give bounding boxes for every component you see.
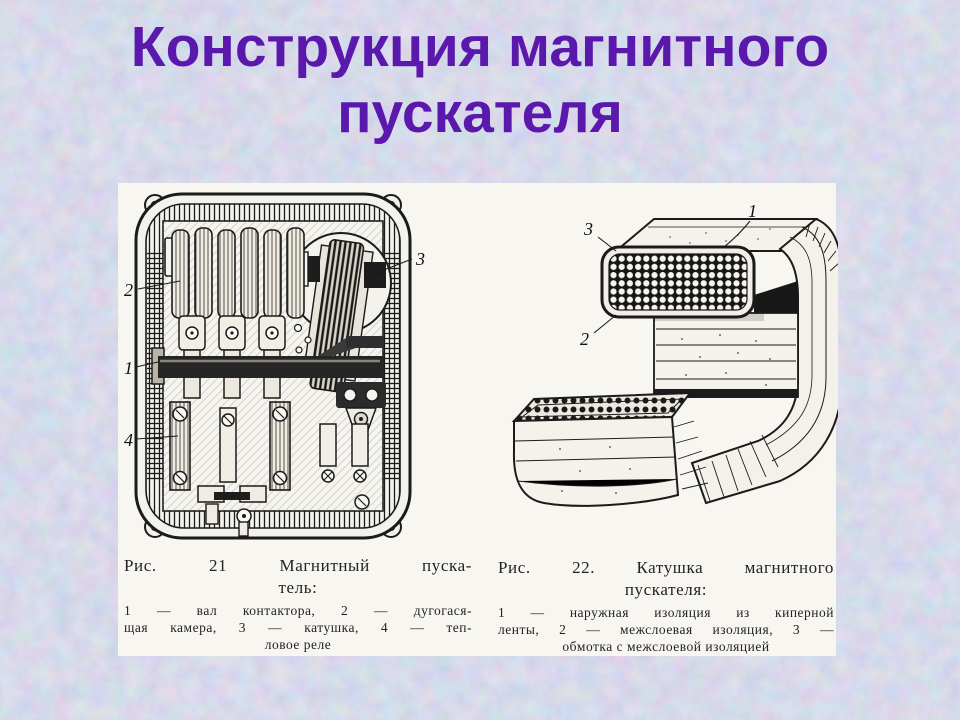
- caption-title-line: Рис. 22. Катушка магнитного: [498, 558, 834, 577]
- figure21-callouts: 2 1 4 3: [124, 249, 425, 450]
- starter-thermal-relay: [169, 323, 312, 491]
- callout-1-leader-line: [723, 220, 751, 248]
- slide-title: Конструкция магнитного пускателя: [0, 14, 960, 146]
- figure-21-caption: Рис. 21 Магнитный пуска- тель: 1 — вал к…: [124, 555, 472, 653]
- callout-label-1: 1: [748, 201, 757, 221]
- callout-label-2: 2: [580, 329, 589, 349]
- callout-label-3: 3: [415, 249, 425, 269]
- callout-2-leader-line: [593, 314, 617, 334]
- callout-1-leader-line: [135, 361, 159, 368]
- callout-3-leader-line: [597, 236, 617, 252]
- callout-label-4: 4: [124, 430, 133, 450]
- figure22-callouts: 1 3 2: [580, 201, 757, 349]
- legend-line: 1 — наружная изоляция из киперной: [498, 605, 834, 621]
- figure-22-coil-drawing: 1 3 2: [511, 201, 838, 507]
- figure-21-magnetic-starter-drawing: 2 1 4 3: [124, 192, 425, 540]
- legend-line: ленты, 2 — межслоевая изоляция, 3 —: [498, 621, 834, 637]
- callout-label-1: 1: [124, 358, 133, 378]
- callout-label-2: 2: [124, 280, 133, 300]
- starter-bottom-connectors: [197, 423, 370, 537]
- caption-title-line: Рис. 21 Магнитный пуска-: [124, 556, 472, 575]
- caption-title-line: пускателя:: [624, 580, 708, 600]
- slide-title-text: Конструкция магнитного пускателя: [130, 15, 830, 146]
- figure-21-caption-title: Рис. 21 Магнитный пуска- тель:: [124, 555, 472, 599]
- callout-4-leader-line: [135, 435, 179, 440]
- coil-cross-section: [600, 245, 756, 319]
- starter-contactor-shaft: [151, 336, 384, 385]
- figures-panel: 2 1 4 3: [118, 183, 838, 656]
- callout-label-3: 3: [583, 219, 593, 239]
- legend-line: щая камера, 3 — катушка, 4 — теп-: [124, 619, 472, 635]
- legend-line: 1 — вал контактора, 2 — дугогася-: [124, 603, 472, 619]
- figure-22-legend: 1 — наружная изоляция из киперной ленты,…: [498, 605, 834, 655]
- callout-3-arrowhead: [376, 269, 385, 276]
- figure-21-legend: 1 — вал контактора, 2 — дугогася- щая ка…: [124, 603, 472, 653]
- legend-line: обмотка с межслоевой изоляцией: [562, 638, 770, 654]
- coil-underside-shadow: [754, 281, 798, 313]
- figure-22-caption-title: Рис. 22. Катушка магнитного пускателя:: [498, 557, 834, 601]
- caption-title-line: тель:: [278, 578, 318, 598]
- coil-lower-block: [511, 391, 709, 507]
- coil-middle-layers: [653, 312, 799, 398]
- legend-line: ловое реле: [264, 636, 332, 652]
- callout-2-leader-line: [137, 280, 181, 290]
- starter-arc-chute-bars: [164, 227, 305, 319]
- figure-22-caption: Рис. 22. Катушка магнитного пускателя: 1…: [498, 557, 834, 655]
